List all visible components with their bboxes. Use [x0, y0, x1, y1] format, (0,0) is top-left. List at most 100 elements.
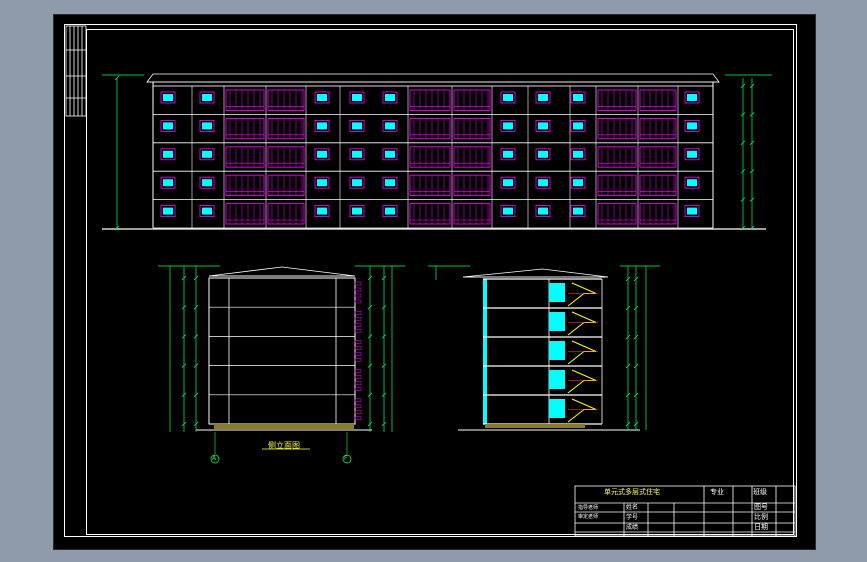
dimension-tick	[381, 392, 387, 398]
window-glass	[503, 94, 513, 101]
window-glass	[352, 179, 362, 187]
dimension-tick	[193, 304, 199, 310]
dimension-tick	[181, 304, 187, 310]
window-glass	[202, 122, 212, 130]
window-glass	[385, 94, 395, 101]
window-glass	[352, 207, 362, 215]
dimension-tick	[114, 75, 120, 81]
window-frame	[314, 205, 330, 218]
balcony-frame	[639, 203, 677, 225]
window-frame	[160, 176, 176, 189]
window-glass	[202, 179, 212, 187]
dimension-tick	[625, 392, 631, 398]
window-glass	[163, 94, 173, 101]
balcony-edge	[354, 316, 362, 321]
window-glass	[687, 94, 697, 101]
dimension-tick	[740, 197, 746, 202]
window-frame	[570, 91, 586, 104]
balcony-edge	[354, 404, 362, 409]
balcony-frame	[597, 174, 637, 196]
balcony-edge	[354, 410, 362, 415]
stair-flight	[571, 282, 597, 294]
balcony-edge	[354, 387, 362, 391]
window-glass	[538, 150, 548, 158]
balcony-edge	[354, 328, 362, 333]
balcony-edge	[354, 340, 362, 344]
axis-bubble	[210, 454, 220, 464]
side-elevation-axis-markers	[210, 432, 352, 464]
balcony-frame	[225, 146, 265, 168]
dimension-tick	[193, 392, 199, 398]
window-frame	[535, 176, 551, 189]
window-frame	[500, 148, 516, 161]
window-glass	[573, 179, 583, 187]
dimension-tick	[625, 363, 631, 369]
window-glass	[573, 122, 583, 130]
dimension-tick	[381, 363, 387, 368]
window-frame	[382, 91, 398, 104]
dimension-tick	[367, 304, 373, 310]
balcony-frame	[453, 146, 491, 168]
dimension-tick	[740, 83, 746, 89]
window-frame	[160, 120, 176, 132]
dimension-tick	[625, 421, 631, 427]
balcony-frame	[409, 146, 451, 168]
window-glass	[503, 179, 513, 187]
window-glass	[385, 122, 395, 130]
balcony-edge	[354, 346, 362, 350]
dimension-tick	[740, 140, 746, 146]
front-elevation-dimensions	[102, 74, 772, 231]
stair-flight	[567, 409, 596, 423]
plinth	[214, 424, 354, 429]
window-frame	[314, 148, 330, 161]
balcony-edge	[354, 293, 362, 298]
balcony-edge	[354, 381, 362, 385]
dimension-tick	[749, 140, 755, 146]
window-glass	[317, 94, 327, 101]
balcony-frame	[453, 174, 491, 196]
window-frame	[160, 205, 176, 218]
balcony-frame	[267, 89, 305, 111]
window-frame	[314, 120, 330, 132]
window-frame	[570, 205, 586, 218]
balcony-frame	[225, 203, 265, 225]
dimension-tick	[181, 363, 187, 368]
section-staircase	[567, 282, 598, 423]
window-frame	[349, 205, 365, 218]
window-glass	[352, 122, 362, 130]
dimension-tick	[181, 421, 187, 427]
dimension-tick	[633, 276, 639, 282]
dimension-tick	[114, 225, 120, 231]
tb-row-label-2: 审定老师	[578, 514, 599, 520]
section-view	[428, 265, 660, 431]
balcony-frame	[453, 118, 491, 140]
balcony-edge	[354, 281, 362, 286]
window-frame	[684, 91, 700, 104]
window-frame	[535, 148, 551, 161]
stair-window	[549, 399, 565, 418]
tb-row-label-1: 指导老师	[578, 505, 599, 511]
stair-flight	[567, 322, 596, 336]
dimension-tick	[193, 275, 199, 281]
balcony-frame	[409, 118, 451, 140]
balcony-frame	[267, 174, 305, 196]
window-glass	[687, 122, 697, 130]
balcony-edge	[354, 352, 362, 356]
window-frame	[500, 176, 516, 189]
window-glass	[352, 150, 362, 158]
dimension-tick	[625, 276, 631, 282]
window-glass	[503, 122, 513, 130]
dimension-tick	[381, 421, 387, 427]
window-glass	[163, 179, 173, 187]
stair-flight	[567, 293, 596, 307]
dimension-tick	[193, 363, 199, 368]
front-elevation-windows	[160, 89, 700, 225]
dimension-tick	[749, 112, 755, 117]
window-glass	[202, 94, 212, 101]
gable-roof	[208, 266, 356, 277]
window-frame	[382, 205, 398, 218]
window-glass	[163, 207, 173, 215]
dimension-tick	[193, 421, 199, 427]
binding-strip	[65, 25, 87, 117]
window-frame	[382, 120, 398, 132]
